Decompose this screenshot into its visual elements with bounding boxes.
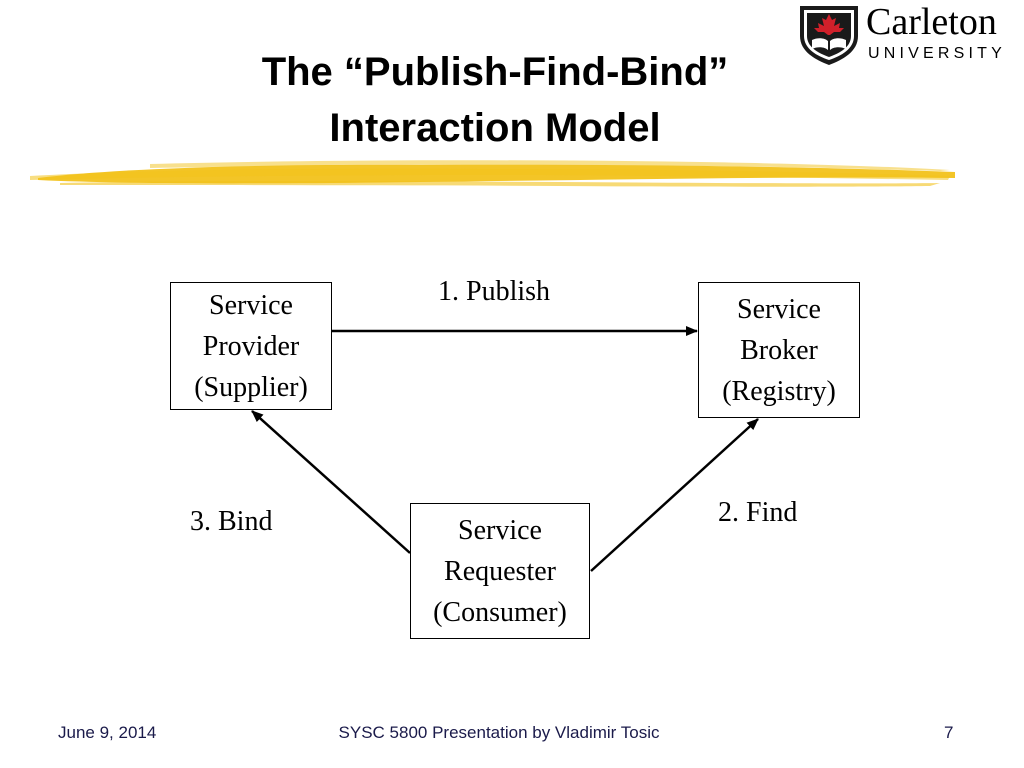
node-provider-line-3: (Supplier) [194,371,308,403]
carleton-logo [800,6,858,65]
node-requester-line-2: Requester [444,555,556,587]
slide-title-line-2: Interaction Model [329,106,661,150]
service-provider-box: Service Provider (Supplier) [170,282,332,410]
node-broker-line-3: (Registry) [722,375,836,407]
find-arrow [590,418,759,572]
maple-leaf-icon [814,14,844,35]
node-provider-line-1: Service [209,289,293,321]
node-broker-line-2: Broker [740,334,818,366]
node-requester-line-3: (Consumer) [433,596,567,628]
node-provider-line-2: Provider [202,330,300,362]
logo-subtitle: UNIVERSITY [868,45,1007,62]
footer-date: June 9, 2014 [58,723,157,742]
book-icon [812,38,846,50]
bind-label: 3. Bind [190,506,273,537]
service-broker-box: Service Broker (Registry) [698,282,860,418]
slide-title-line-1: The “Publish-Find-Bind” [261,50,729,94]
bind-arrow [251,410,411,554]
node-requester-line-1: Service [458,514,542,546]
service-requester-box: Service Requester (Consumer) [410,503,590,639]
logo-wordmark: Carleton [866,1,997,43]
node-broker-line-1: Service [737,293,821,325]
footer-title: SYSC 5800 Presentation by Vladimir Tosic [338,723,660,742]
slide-number: 7 [944,723,954,742]
title-underline-highlight [30,160,955,187]
publish-label: 1. Publish [438,276,551,307]
find-label: 2. Find [718,497,798,528]
